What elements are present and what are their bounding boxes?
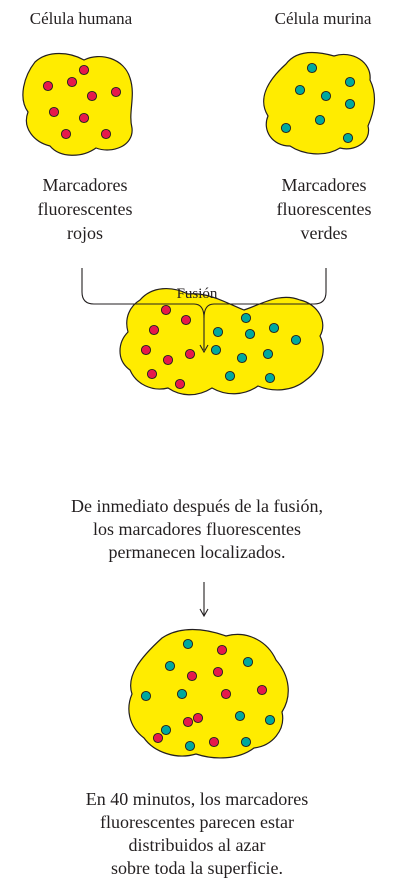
human-marker-line-2: fluorescentes <box>37 198 133 219</box>
green-marker-dot <box>212 326 224 338</box>
red-marker-dot <box>184 348 196 360</box>
green-marker-dot <box>268 322 280 334</box>
green-marker-dot <box>234 710 246 722</box>
after-40min-caption: En 40 minutos, los marcadores fluorescen… <box>0 788 394 880</box>
red-marker-dot <box>192 712 204 724</box>
red-marker-dot <box>110 86 122 98</box>
mouse-cell-title: Célula murina <box>274 9 372 28</box>
red-marker-dot <box>42 80 54 92</box>
green-marker-dot <box>280 122 292 134</box>
green-marker-dot <box>240 312 252 324</box>
green-marker-dot <box>264 714 276 726</box>
time-arrow-head <box>199 608 209 618</box>
human-cell <box>22 52 133 156</box>
after-40min-line-2: fluorescentes parecen estar <box>100 812 294 833</box>
red-marker-dot <box>216 644 228 656</box>
human-marker-label: Marcadores fluorescentes rojos <box>10 174 160 246</box>
green-marker-dot <box>344 98 356 110</box>
after-40min-line-3: distribuidos al azar <box>128 835 266 856</box>
red-marker-dot <box>174 378 186 390</box>
red-marker-dot <box>152 732 164 744</box>
after-fusion-caption: De inmediato después de la fusión, los m… <box>0 495 394 564</box>
after-fusion-line-1: De inmediato después de la fusión, <box>71 496 323 516</box>
after-fusion-line-3: permanecen localizados. <box>108 542 286 563</box>
green-marker-dot <box>182 638 194 650</box>
green-marker-dot <box>236 352 248 364</box>
red-marker-dot <box>220 688 232 700</box>
red-marker-dot <box>60 128 72 140</box>
red-marker-dot <box>78 64 90 76</box>
green-marker-dot <box>294 84 306 96</box>
red-marker-dot <box>48 106 60 118</box>
red-marker-dot <box>180 314 192 326</box>
green-marker-dot <box>140 690 152 702</box>
mouse-marker-label: Marcadores fluorescentes verdes <box>254 174 394 246</box>
red-marker-dot <box>100 128 112 140</box>
green-marker-dot <box>264 372 276 384</box>
red-marker-dot <box>146 368 158 380</box>
green-marker-dot <box>262 348 274 360</box>
green-marker-dot <box>164 660 176 672</box>
green-marker-dot <box>176 688 188 700</box>
red-marker-dot <box>160 304 172 316</box>
after-fusion-line-2: los marcadores fluorescentes <box>93 519 301 540</box>
red-marker-dot <box>78 112 90 124</box>
green-marker-dot <box>344 76 356 88</box>
red-marker-dot <box>86 90 98 102</box>
human-marker-line-1: Marcadores <box>42 175 128 195</box>
red-marker-dot <box>182 716 194 728</box>
green-marker-dot <box>224 370 236 382</box>
human-marker-line-3: rojos <box>67 222 103 243</box>
green-marker-dot <box>160 724 172 736</box>
red-marker-dot <box>148 324 160 336</box>
mouse-cell <box>263 51 376 155</box>
mouse-marker-line-1: Marcadores <box>281 175 367 195</box>
fusion-label: Fusión <box>176 286 218 302</box>
green-marker-dot <box>210 344 222 356</box>
green-marker-dot <box>320 90 332 102</box>
mouse-marker-line-2: fluorescentes <box>276 198 372 219</box>
red-marker-dot <box>162 354 174 366</box>
fusion-bracket <box>81 268 205 350</box>
human-cell-title: Célula humana <box>29 9 133 28</box>
mouse-marker-line-3: verdes <box>300 222 348 243</box>
green-marker-dot <box>244 328 256 340</box>
green-marker-dot <box>342 132 354 144</box>
green-marker-dot <box>242 656 254 668</box>
red-marker-dot <box>208 736 220 748</box>
fused-cell <box>119 288 324 396</box>
red-marker-dot <box>66 76 78 88</box>
fusion-bracket-right <box>203 268 327 319</box>
after-40min-line-1: En 40 minutos, los marcadores <box>85 789 309 809</box>
red-marker-dot <box>212 666 224 678</box>
after-40min-line-4: sobre toda la superficie. <box>111 858 283 879</box>
green-marker-dot <box>184 740 196 752</box>
red-marker-dot <box>256 684 268 696</box>
green-marker-dot <box>306 62 318 74</box>
green-marker-dot <box>240 736 252 748</box>
red-marker-dot <box>140 344 152 356</box>
green-marker-dot <box>314 114 326 126</box>
fusion-arrow-head <box>199 344 209 354</box>
green-marker-dot <box>290 334 302 346</box>
red-marker-dot <box>186 670 198 682</box>
